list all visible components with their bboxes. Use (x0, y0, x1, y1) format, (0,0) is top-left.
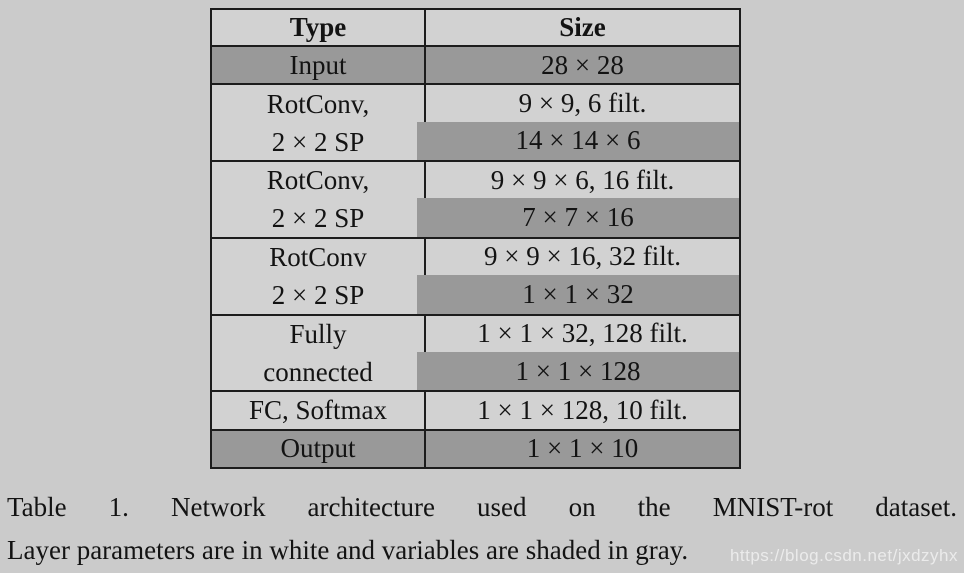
cell-conv2-size-param: 9 × 9 × 6, 16 filt. (424, 160, 739, 199)
cell-conv2-type-line2: 2 × 2 SP (271, 203, 365, 234)
cell-conv1-size-var: 14 × 14 × 6 (417, 121, 739, 161)
cell-conv3-size-param: 9 × 9 × 16, 32 filt. (424, 236, 739, 276)
table-caption-line2: Layer parameters are in white and variab… (7, 535, 689, 565)
cell-fc-size-param: 1 × 1 × 32, 128 filt. (424, 313, 739, 352)
cell-fc-type-line1: Fully (289, 318, 347, 349)
cell-conv1-type-line1: RotConv, (266, 88, 370, 119)
cell-conv1-size-param: 9 × 9, 6 filt. (424, 83, 739, 122)
cell-conv3-type-line1: RotConv (269, 242, 367, 273)
cell-fc-type-line2: connected (263, 356, 373, 387)
cell-fc-size-var: 1 × 1 × 128 (417, 351, 739, 391)
csdn-watermark: https://blog.csdn.net/jxdzyhx (729, 546, 958, 565)
cell-conv1-type-line2: 2 × 2 SP (271, 126, 365, 157)
cell-fc-type: Fully connected (212, 313, 424, 391)
cell-output-size: 1 × 1 × 10 (424, 428, 739, 467)
cell-input-size: 28 × 28 (424, 45, 739, 84)
cell-conv3-size-var: 1 × 1 × 32 (417, 275, 739, 314)
cell-output-type: Output (212, 428, 424, 467)
column-header-type: Type (212, 10, 424, 45)
cell-conv2-size-var: 7 × 7 × 16 (417, 198, 739, 237)
cell-input-type: Input (212, 45, 424, 84)
network-architecture-table: Type Size Input 28 × 28 RotConv, 2 × 2 S… (210, 8, 741, 469)
column-header-size: Size (424, 10, 739, 45)
cell-conv2-type: RotConv, 2 × 2 SP (212, 160, 424, 237)
table-caption-line1: Table 1. Network architecture used on th… (7, 492, 957, 522)
cell-softmax-type: FC, Softmax (212, 390, 424, 429)
cell-conv3-type: RotConv 2 × 2 SP (212, 236, 424, 314)
cell-softmax-size: 1 × 1 × 128, 10 filt. (424, 390, 739, 429)
table-caption: Table 1. Network architecture used on th… (7, 486, 957, 572)
cell-conv3-type-line2: 2 × 2 SP (271, 280, 365, 311)
cell-conv1-type: RotConv, 2 × 2 SP (212, 83, 424, 161)
cell-conv2-type-line1: RotConv, (266, 165, 370, 196)
